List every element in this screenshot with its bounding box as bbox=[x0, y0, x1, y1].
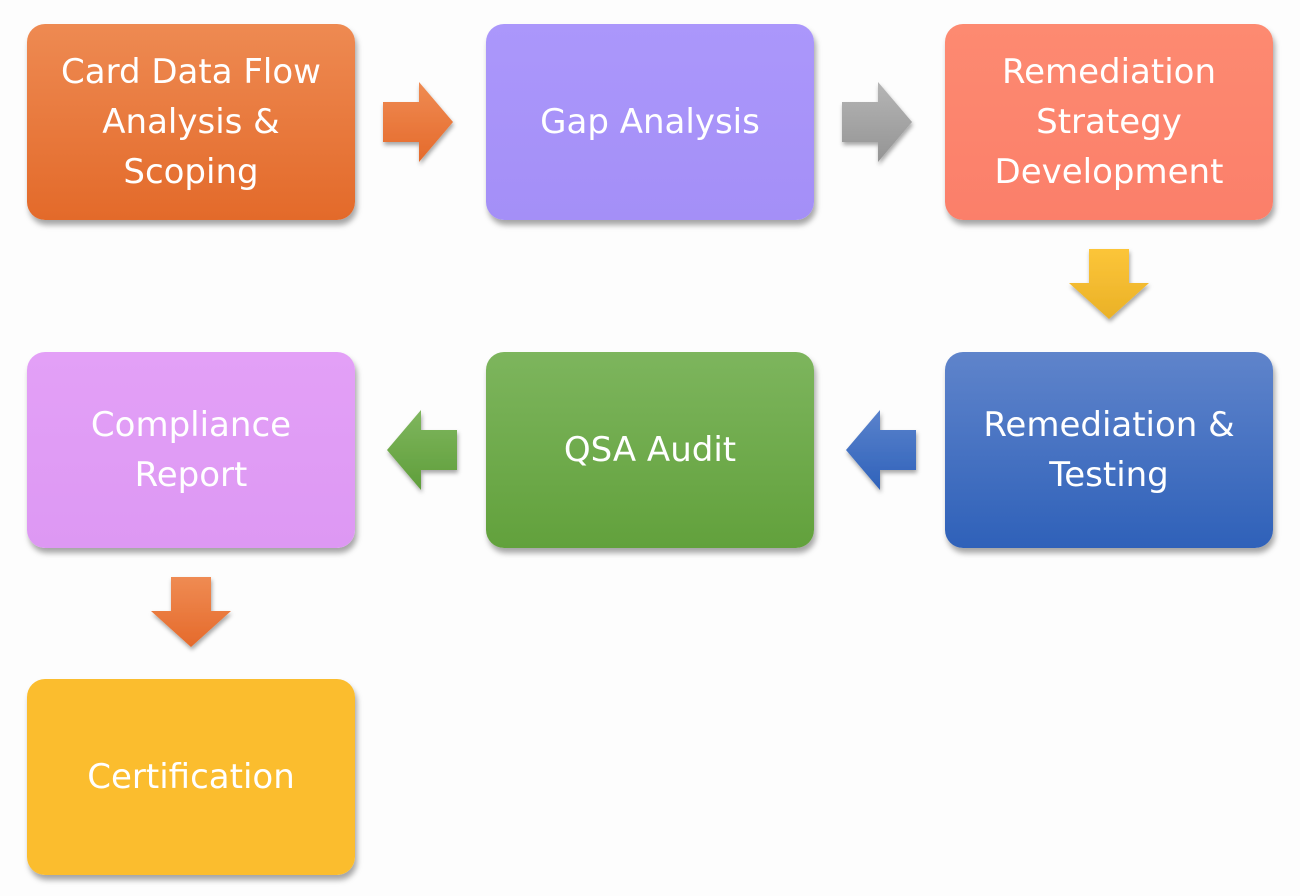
arrow-right-icon bbox=[383, 82, 453, 162]
arrow-shape bbox=[846, 410, 916, 490]
step-label: Card Data Flow Analysis & Scoping bbox=[61, 52, 321, 192]
arrow-shape bbox=[1069, 249, 1149, 319]
step-remediation-testing: Remediation & Testing bbox=[945, 352, 1273, 548]
arrow-shape bbox=[383, 82, 453, 162]
arrow-polygon bbox=[842, 82, 912, 162]
step-label: Remediation & Testing bbox=[983, 405, 1235, 495]
arrow-polygon bbox=[151, 577, 231, 647]
step-label: Gap Analysis bbox=[540, 102, 760, 142]
step-label: Remediation Strategy Development bbox=[994, 52, 1224, 192]
step-label: Certification bbox=[87, 757, 295, 797]
step-card-data-flow-analysis: Card Data Flow Analysis & Scoping bbox=[27, 24, 355, 220]
arrow-right-icon bbox=[842, 82, 912, 162]
step-remediation-strategy: Remediation Strategy Development bbox=[945, 24, 1273, 220]
arrow-shape bbox=[842, 82, 912, 162]
arrow-down-icon bbox=[151, 577, 231, 647]
arrow-polygon bbox=[387, 410, 457, 490]
arrow-down-icon bbox=[1069, 249, 1149, 319]
arrow-shape bbox=[387, 410, 457, 490]
step-compliance-report: Compliance Report bbox=[27, 352, 355, 548]
arrow-left-icon bbox=[387, 410, 457, 490]
step-gap-analysis: Gap Analysis bbox=[486, 24, 814, 220]
step-label: QSA Audit bbox=[563, 430, 737, 470]
step-qsa-audit: QSA Audit bbox=[486, 352, 814, 548]
arrow-polygon bbox=[1069, 249, 1149, 319]
step-certification: Certification bbox=[27, 679, 355, 875]
arrow-shape bbox=[151, 577, 231, 647]
arrow-polygon bbox=[846, 410, 916, 490]
arrow-left-icon bbox=[846, 410, 916, 490]
step-label: Compliance Report bbox=[90, 405, 292, 495]
arrow-polygon bbox=[383, 82, 453, 162]
